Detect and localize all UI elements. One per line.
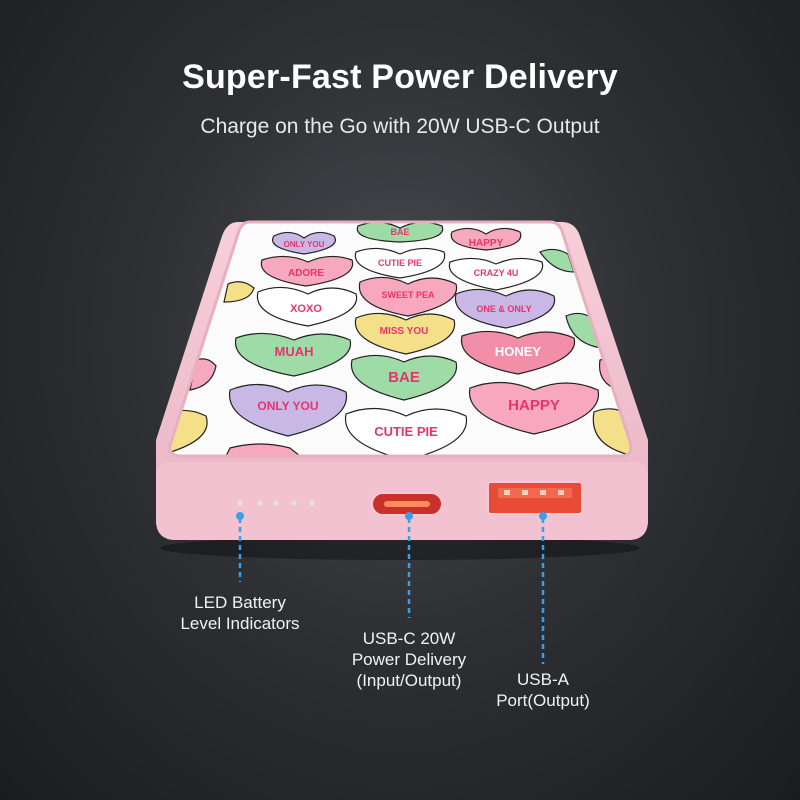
heart-text: BAE (388, 369, 420, 386)
heart-green (356, 222, 444, 243)
heart-pink (468, 381, 600, 435)
usbc-callout-dot (405, 512, 413, 520)
heart-pink (358, 276, 458, 317)
heart-lavender (272, 231, 336, 255)
heart-white (354, 247, 446, 279)
heart-text: HAPPY (469, 238, 504, 249)
heart-text: CRAZY 4U (474, 268, 519, 278)
heart-text: BAE (390, 227, 409, 237)
heart-lavender (454, 288, 556, 329)
heart-lavender (228, 383, 348, 437)
heart-white (344, 407, 468, 456)
led-callout-dot (236, 512, 244, 520)
heart-pink (260, 255, 354, 287)
heart-pink (450, 227, 522, 251)
page-subtitle: Charge on the Go with 20W USB-C Output (200, 115, 600, 138)
heart-text: CUTIE PIE (378, 258, 422, 268)
callout-usba-line1: USB-A (517, 670, 569, 689)
led-indicators (237, 500, 315, 506)
heart-yellow (223, 281, 255, 303)
callout-usbc-line1: USB-C 20W (362, 629, 456, 648)
heart-text: ONE & ONLY (476, 304, 531, 314)
heart-text: ONLY YOU (284, 240, 325, 249)
heart-text: ONLY YOU (257, 399, 318, 413)
page-title: Super-Fast Power Delivery (182, 58, 618, 96)
heart-text: ADORE (288, 268, 324, 279)
heart-text: CUTIE PIE (374, 424, 438, 439)
heart-white (256, 286, 358, 327)
callout-led: LED Battery Level Indicators (140, 592, 340, 634)
callout-usbc-line3: (Input/Output) (356, 671, 462, 690)
heart-text: MISS YOU (380, 326, 429, 337)
callout-usba: USB-A Port(Output) (443, 669, 643, 711)
heart-text: HONEY (495, 344, 542, 359)
heart-green (350, 354, 458, 401)
usba-callout-dot (539, 512, 547, 520)
callout-usbc: USB-C 20W Power Delivery (Input/Output) (309, 628, 509, 691)
candy-heart-print: BAE HAPPY ONLY YOU CUTIE PIE ADORE CRAZY… (169, 222, 631, 456)
callout-led-line2: Level Indicators (180, 614, 300, 633)
heart-pink (460, 330, 576, 375)
callout-usba-line2: Port(Output) (496, 691, 590, 710)
callout-usbc-line2: Power Delivery (351, 650, 467, 669)
heart-text: HAPPY (508, 397, 560, 414)
heart-text: XOXO (290, 303, 322, 315)
heart-text: SWEET PEA (381, 290, 435, 300)
heart-white (448, 257, 544, 291)
heart-green (234, 332, 352, 377)
callout-led-line1: LED Battery (194, 593, 286, 612)
heart-yellow (354, 312, 456, 355)
heart-text: MUAH (275, 344, 314, 359)
